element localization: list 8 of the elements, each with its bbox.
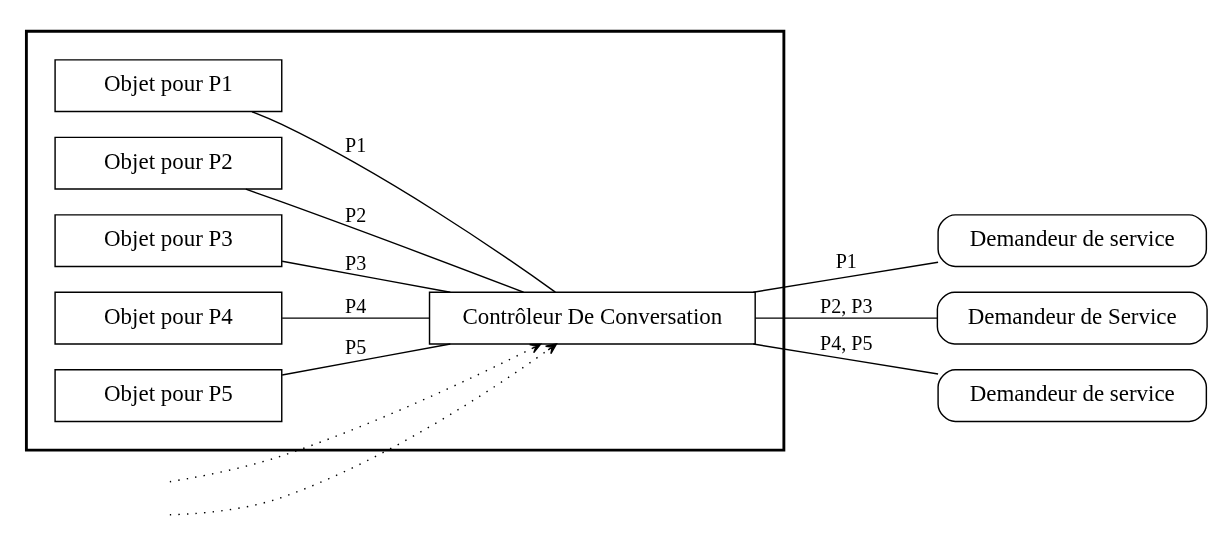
edge-label: P2, P3 xyxy=(820,294,873,317)
edge-label: P1 xyxy=(835,250,857,273)
edge-label: P3 xyxy=(345,251,367,274)
edge-label: P4 xyxy=(345,294,367,317)
edge-label: P4, P5 xyxy=(820,331,873,354)
edge-label: P5 xyxy=(345,336,367,359)
edge-label: P1 xyxy=(345,134,367,157)
edge-label: P2 xyxy=(345,204,367,227)
